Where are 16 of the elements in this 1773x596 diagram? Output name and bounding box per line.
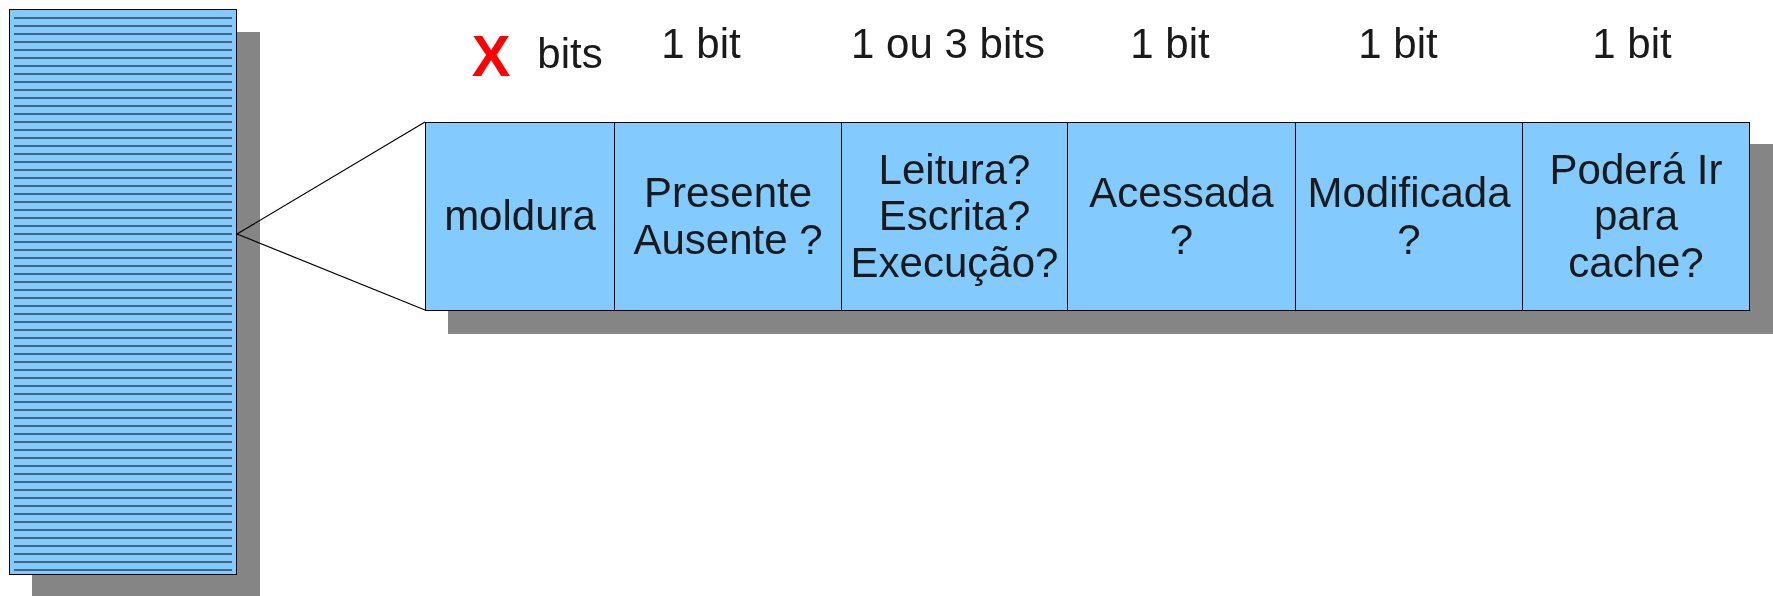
page-table-drawing	[9, 9, 237, 575]
table-cell: Acessada ?	[1067, 122, 1296, 311]
table-cell: Leitura? Escrita? Execução?	[841, 122, 1068, 311]
table-cell: Poderá Ir para cache?	[1522, 122, 1750, 311]
zoom-line	[236, 233, 426, 311]
variable-symbol: X	[471, 22, 511, 89]
bit-width-label: 1 ou 3 bits	[851, 20, 1045, 68]
bit-width-label: 1 bit	[1358, 20, 1438, 68]
bit-width-label: bits	[537, 30, 603, 78]
table-cell: moldura	[425, 122, 615, 311]
table-cell: Modificada ?	[1295, 122, 1523, 311]
bit-width-label: 1 bit	[661, 20, 741, 68]
bit-width-label: 1 bit	[1130, 20, 1210, 68]
zoom-line	[236, 121, 426, 235]
bit-width-label: 1 bit	[1592, 20, 1672, 68]
table-cell: Presente Ausente ?	[614, 122, 842, 311]
